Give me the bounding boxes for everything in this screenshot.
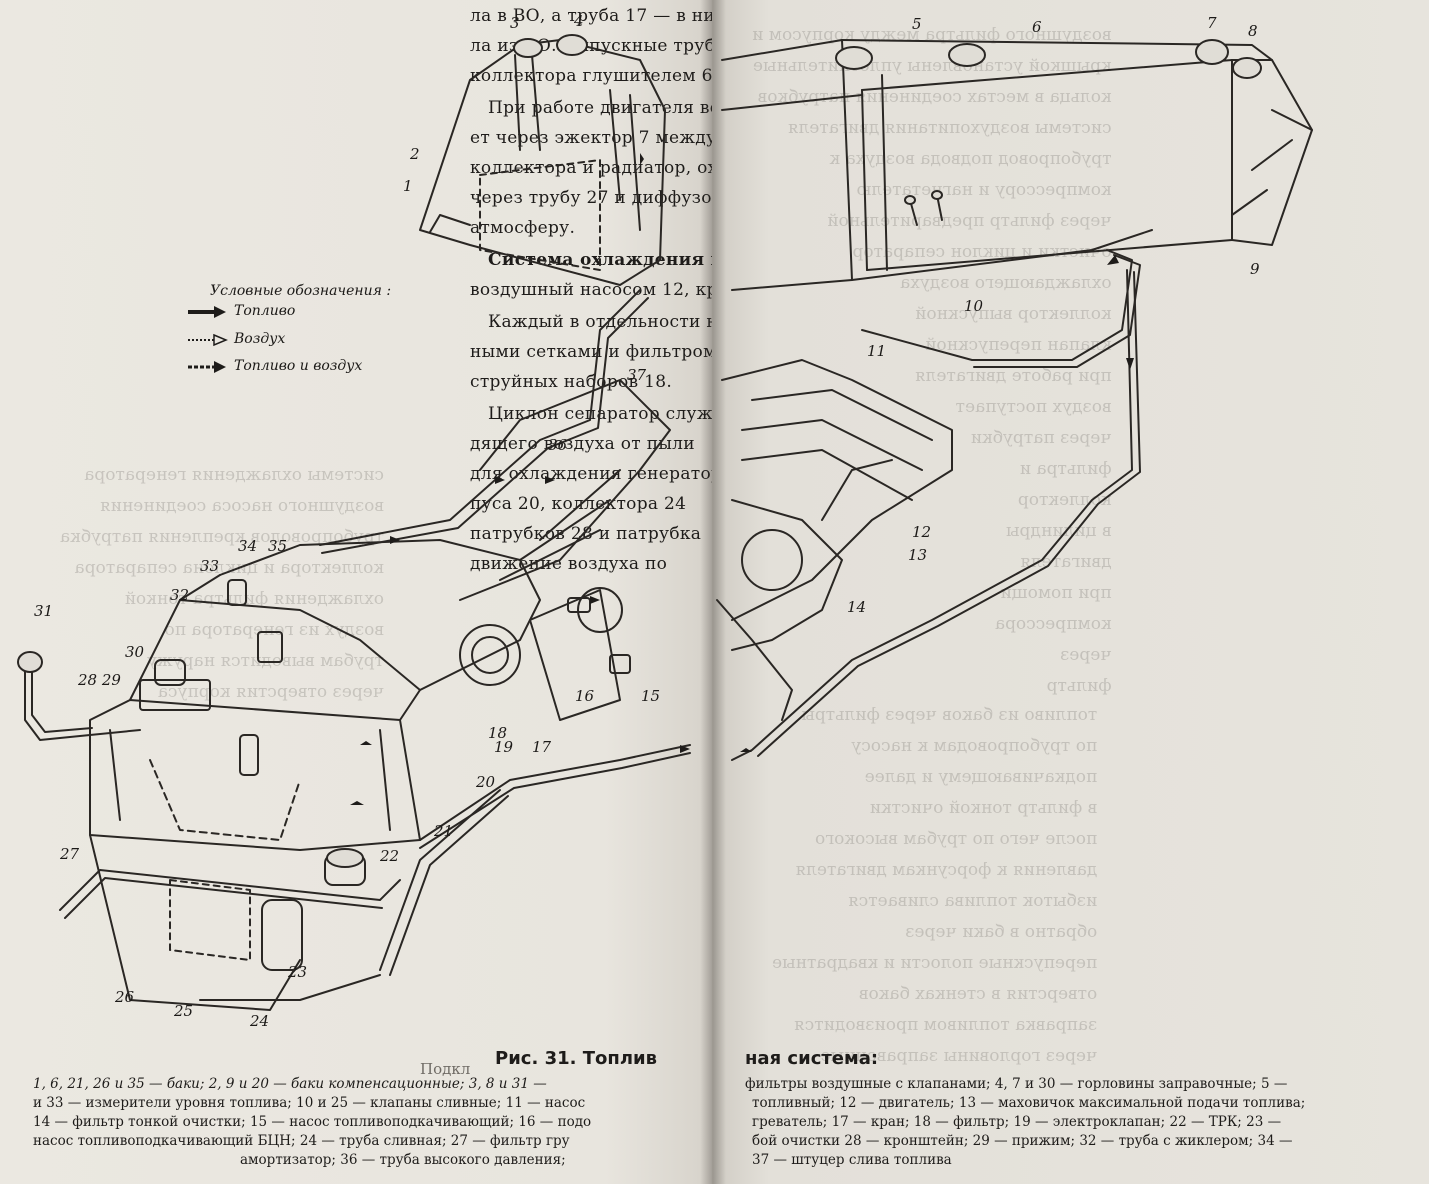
caption-line: и 33 — измерители уровня топлива; 10 и 2… [33,1095,586,1111]
body-line: дящего воздуха от пыли [470,434,695,454]
callout-1: 1 [403,177,413,195]
callout-11: 11 [867,342,887,360]
callout-17: 17 [532,738,552,756]
callout-4: 4 [574,12,584,30]
callout-14: 14 [847,598,867,616]
callout-35: 35 [268,537,288,555]
callout-21: 21 [434,822,454,840]
margin-text: Подкл [420,1060,471,1078]
body-line: ет через эжектор 7 между корпусом [470,128,712,148]
caption-line: топливный; 12 — двигатель; 13 — маховичо… [752,1095,1306,1111]
body-line: ла в ВО, а труба 17 — в нижнем 3 [470,6,712,26]
filler-caps [835,39,1262,205]
callout-6: 6 [1032,18,1042,36]
callout-18: 18 [488,724,508,742]
callout-26: 26 [115,988,135,1006]
caption-line: бой очистки 28 — кронштейн; 29 — прижим;… [752,1133,1293,1149]
callout-8: 8 [1248,22,1258,40]
fuel-system-diagram-right [716,39,1313,761]
body-line: струйных наборов 18. [470,372,673,392]
caption-line: 37 — штуцер слива топлива [752,1152,952,1168]
callout-12: 12 [912,523,932,541]
callout-34: 34 [238,537,258,555]
caption-line: амортизатор; 36 — труба высокого давлени… [240,1152,566,1168]
callout-19: 19 [494,738,514,756]
caption-line: насос топливоподкачивающий БЦН; 24 — тру… [33,1133,570,1149]
body-line: атмосферу. [470,218,576,238]
caption-line: 14 — фильтр тонкой очистки; 15 — насос т… [33,1114,592,1130]
callout-13: 13 [908,546,928,564]
callout-24: 24 [250,1012,270,1030]
legend-item-fuel-and-air: Топливо и воздух [234,358,363,374]
callout-23: 23 [288,963,308,981]
callout-27: 27 [60,845,80,863]
body-line: для охлаждения генератора [470,464,712,484]
body-line: пуса 20, коллектора 24 [470,494,687,514]
callout-5: 5 [912,15,922,33]
callout-2: 2 [410,145,420,163]
body-line: коллектора и радиатор, охлаждает [470,158,712,178]
right-page: воздушного фильтра между корпусом и крыш… [712,0,1429,1184]
caption-line: 1, 6, 21, 26 и 35 — баки; 2, 9 и 20 — ба… [33,1076,547,1092]
callout-22: 22 [380,847,400,865]
body-line: Каждый в отдельности насос и [488,312,712,332]
caption-line: греватель; 17 — кран; 18 — фильтр; 19 — … [752,1114,1282,1130]
callout-16: 16 [575,687,595,705]
book-gutter [700,0,726,1184]
callout-36: 36 [548,436,568,454]
body-line: ными сетками и фильтром, в котор [470,342,712,362]
callout-7: 7 [1207,14,1217,32]
figure-caption-title-continued: ная система: [745,1048,879,1069]
callout-30: 30 [125,643,145,661]
callout-25: 25 [174,1002,194,1020]
callout-9: 9 [1250,260,1260,278]
callout-32: 32 [170,586,190,604]
callout-3: 3 [510,14,520,32]
diagram-linework [716,39,1313,761]
legend-arrows [188,306,228,373]
callout-28-29: 28 29 [78,671,121,689]
body-line: При работе двигателя воздух по [488,98,712,118]
figure-caption-title: Рис. 31. Топлив [495,1048,657,1069]
legend-item-air: Воздух [234,331,286,347]
body-line: через трубу 27 и диффузор 26 выб [470,188,712,208]
legend-title: Условные обозначения : [210,283,392,299]
callout-20: 20 [476,773,496,791]
callout-10: 10 [964,297,984,315]
callout-37: 37 [627,366,647,384]
callout-15: 15 [641,687,661,705]
callout-33: 33 [200,557,220,575]
body-line: патрубков 28 и патрубка [470,524,702,544]
fuel-system-diagram-left [17,34,691,1011]
callout-31: 31 [34,602,54,620]
body-line: воздушный насосом 12, креплений [470,280,712,300]
left-page: системы охлаждения генератора воздушного… [0,0,712,1184]
flow-arrows [350,153,690,805]
caption-line: фильтры воздушные с клапанами; 4, 7 и 30… [745,1076,1288,1092]
flow-arrows [740,255,1134,752]
legend-item-fuel: Топливо [234,303,296,319]
filler-caps [17,34,588,868]
